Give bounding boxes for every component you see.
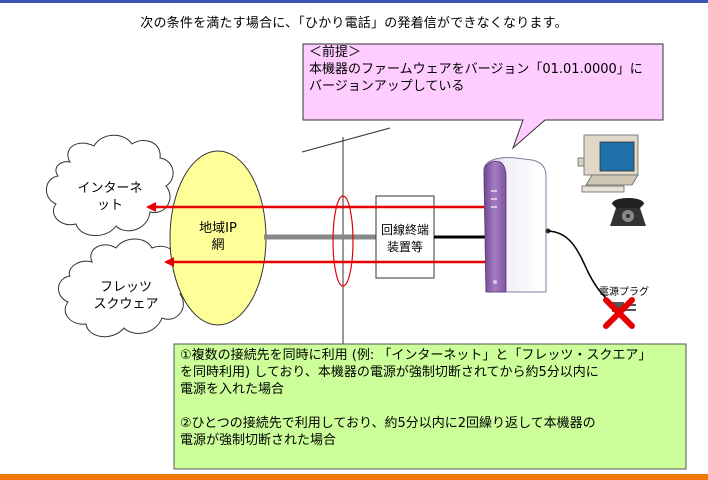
telephone-icon (610, 198, 646, 226)
internet-label: インターネ ット (77, 181, 143, 213)
red-session-ellipse (332, 195, 354, 287)
onu-box (375, 195, 435, 279)
computer-icon (577, 134, 639, 193)
premise-line-2: バージョンアップしている (309, 79, 465, 94)
onu-label: 回線終端 装置等 (380, 223, 429, 254)
power-plug-icon (547, 230, 636, 312)
router-icon (483, 157, 551, 293)
premise-line-1: 本機器のファームウェアをバージョン「01.01.0000」に (309, 62, 643, 77)
bottom-accent-bar (0, 474, 708, 480)
cross-mark-icon (603, 297, 635, 329)
premise-title: ＜前提＞ (309, 45, 362, 60)
conditions-box (173, 343, 687, 470)
power-plug-label: 電源プラグ (599, 287, 649, 298)
top-accent-bar (0, 0, 708, 3)
premise-text: ＜前提＞ 本機器のファームウェアをバージョン「01.01.0000」に バージョ… (303, 44, 669, 95)
flets-label: フレッツ スクウェア (93, 280, 159, 312)
page-heading: 次の条件を満たす場合に、「ひかり電話」の発着信ができなくなります。 (140, 16, 568, 31)
reference-line (301, 127, 391, 345)
premise-callout (302, 43, 664, 150)
conditions-text: ①複数の接続先を同時に利用 (例: 「インターネット」と「フレッツ・スクエア」 … (174, 347, 690, 449)
regional-ip-label: 地域IP 網 (199, 221, 237, 253)
cloud-icon-flets (58, 238, 189, 338)
condition-item-1: ①複数の接続先を同時に利用 (例: 「インターネット」と「フレッツ・スクエア」 … (180, 348, 652, 397)
condition-item-2: ②ひとつの接続先で利用しており、約5分以内に2回繰り返して本機器の 電源が強制切… (180, 416, 596, 448)
cloud-icon-internet (46, 134, 174, 236)
